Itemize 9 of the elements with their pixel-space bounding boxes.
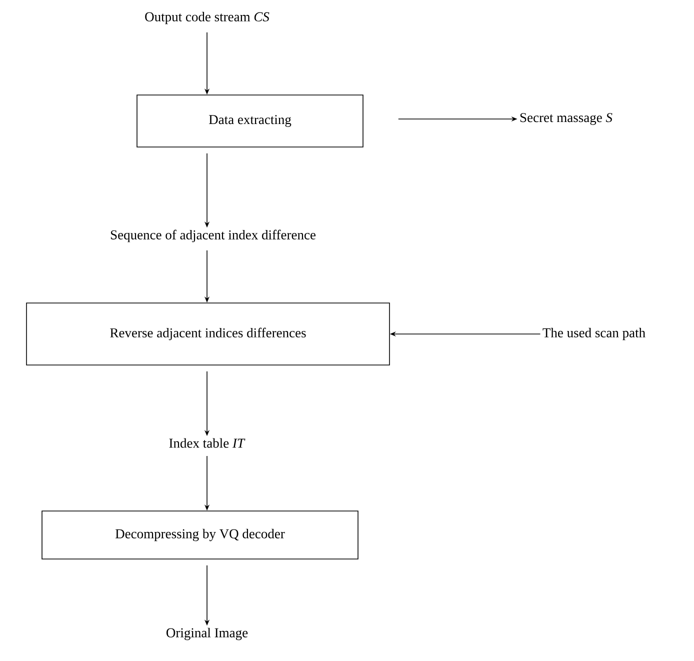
process-box: Data extracting [136,94,364,148]
process-box: Reverse adjacent indices differences [26,302,390,366]
text-label: The used scan path [542,328,646,340]
text-label: Index table IT [169,438,246,448]
text-label: Original Image [166,628,248,640]
text-label: Sequence of adjacent index difference [110,230,316,242]
text-label: Secret massage S [520,113,612,125]
process-box: Decompressing by VQ decoder [42,510,358,560]
text-label: Output code stream CS [145,12,270,24]
